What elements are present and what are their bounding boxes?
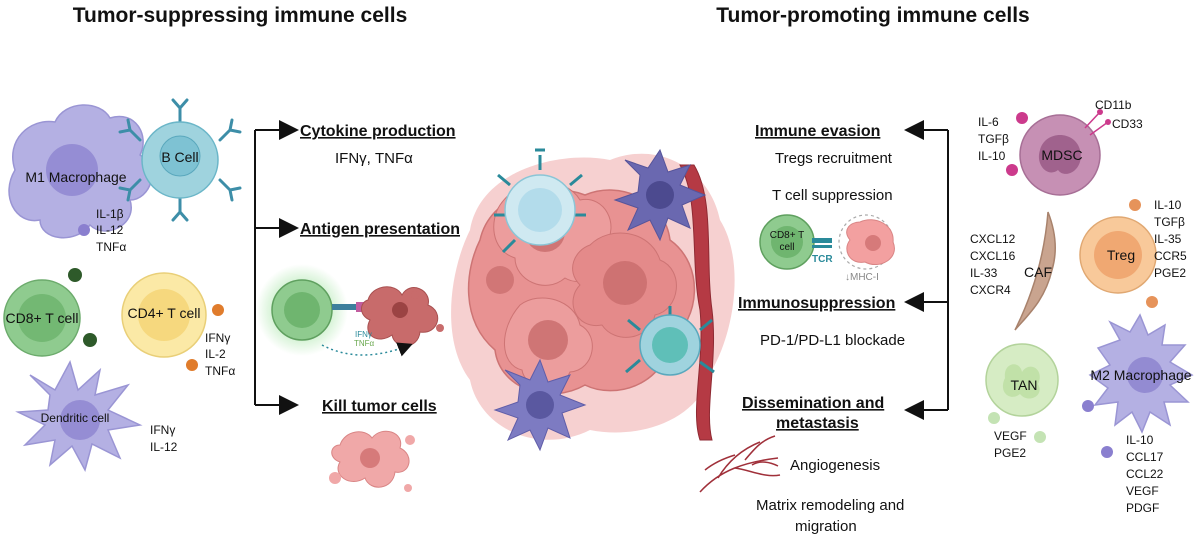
mdsc-cell <box>1019 109 1111 196</box>
immune-evasion-item-0: Tregs recruitment <box>775 150 893 167</box>
treg-cytokine-3: CCR5 <box>1154 249 1187 263</box>
m2-macrophage-cell <box>1088 313 1194 434</box>
mdsc-dot-top <box>1016 112 1028 124</box>
inset-mhc-label: ↓MHC-I <box>845 272 879 283</box>
tan-cytokine-1: PGE2 <box>994 446 1026 460</box>
treg-dot-top <box>1129 199 1141 211</box>
cytokine-production-detail: IFNγ, TNFα <box>335 150 413 167</box>
m1-cytokine-0: IL-1β <box>96 207 124 221</box>
mdsc-marker-0: CD11b <box>1095 98 1132 112</box>
mdsc-cytokine-1: TGFβ <box>978 132 1009 146</box>
m1-macrophage-label: M1 Macrophage <box>25 169 126 185</box>
mdsc-cytokine-0: IL-6 <box>978 115 999 129</box>
cd4-t-cell <box>121 272 207 358</box>
cd4-dot-top <box>212 304 224 316</box>
dendritic-cell-label: Dendritic cell <box>41 411 110 425</box>
antigen-tnfa-label: TNFα <box>354 339 375 348</box>
immunosuppression-title: Immunosuppression <box>738 295 895 312</box>
caf-cytokine-3: CXCR4 <box>970 283 1011 297</box>
matrix-line-1: migration <box>795 518 857 535</box>
caf-cytokine-1: CXCL16 <box>970 249 1016 263</box>
m2-cytokine-3: VEGF <box>1126 484 1159 498</box>
mdsc-cytokine-2: IL-10 <box>978 149 1006 163</box>
m2-dot-left <box>1082 400 1094 412</box>
caf-label: CAF <box>1024 264 1052 280</box>
immunosuppression-detail: PD-1/PD-L1 blockade <box>760 332 905 349</box>
cd8-dot-top <box>68 268 82 282</box>
tan-label: TAN <box>1011 377 1038 393</box>
left-bracket <box>254 120 299 415</box>
heading-tumor-suppressing: Tumor-suppressing immune cells <box>73 4 408 27</box>
tumor-mass-illustration <box>451 148 735 452</box>
dc-cytokine-0: IFNγ <box>150 423 175 437</box>
antigen-presentation-illustration <box>256 264 444 357</box>
dissemination-title-line-1: metastasis <box>776 415 859 432</box>
dendritic-cell <box>15 360 143 473</box>
heading-tumor-promoting: Tumor-promoting immune cells <box>716 4 1029 27</box>
angiogenesis-vessels-illustration <box>699 435 781 493</box>
m1-cytokine-dot <box>78 224 90 236</box>
antigen-ifng-label: IFNγ <box>355 330 372 339</box>
angiogenesis-label: Angiogenesis <box>790 457 880 474</box>
inset-cell-line-1: cell <box>779 242 794 253</box>
dissemination-title-line-0: Dissemination and <box>742 395 884 412</box>
m1-cytokine-2: TNFα <box>96 240 126 254</box>
m1-cytokine-1: IL-12 <box>96 223 124 237</box>
caf-cytokine-2: IL-33 <box>970 266 998 280</box>
dc-cytokine-1: IL-12 <box>150 440 178 454</box>
caf-cytokine-0: CXCL12 <box>970 232 1016 246</box>
immune-evasion-title: Immune evasion <box>755 123 880 140</box>
cd4-t-cell-label: CD4+ T cell <box>127 305 200 321</box>
cd8-dot-bottom <box>83 333 97 347</box>
treg-cell <box>1079 216 1157 294</box>
t-cell-suppression-inset <box>759 214 895 270</box>
mdsc-marker-1: CD33 <box>1112 117 1143 131</box>
m2-macrophage-label: M2 Macrophage <box>1090 367 1191 383</box>
treg-label: Treg <box>1107 247 1135 263</box>
treg-cytokine-2: IL-35 <box>1154 232 1182 246</box>
cd4-dot-bottom <box>186 359 198 371</box>
tan-cell <box>985 343 1059 417</box>
treg-cytokine-0: IL-10 <box>1154 198 1182 212</box>
cd4-cytokine-0: IFNγ <box>205 331 230 345</box>
inset-cell-line-0: CD8+ T <box>770 230 805 241</box>
mdsc-dot-bottom <box>1006 164 1018 176</box>
cytokine-production-title: Cytokine production <box>300 123 456 140</box>
tan-dot-left <box>988 412 1000 424</box>
b-cell <box>118 98 242 222</box>
treg-cytokine-4: PGE2 <box>1154 266 1186 280</box>
b-cell-label: B Cell <box>161 149 198 165</box>
tan-cytokine-0: VEGF <box>994 429 1027 443</box>
treg-cytokine-1: TGFβ <box>1154 215 1185 229</box>
caf-cell <box>1014 211 1056 331</box>
right-bracket <box>904 120 949 420</box>
m2-cytokine-0: IL-10 <box>1126 433 1154 447</box>
tan-dot-right <box>1034 431 1046 443</box>
cd4-cytokine-1: IL-2 <box>205 347 226 361</box>
cd8-t-cell-label: CD8+ T cell <box>5 310 78 326</box>
cd4-cytokine-2: TNFα <box>205 364 235 378</box>
m2-cytokine-4: PDGF <box>1126 501 1159 515</box>
antigen-presentation-title: Antigen presentation <box>300 221 460 238</box>
immune-evasion-item-1: T cell suppression <box>772 187 893 204</box>
cd8-t-cell <box>3 279 81 357</box>
matrix-line-0: Matrix remodeling and <box>756 497 904 514</box>
inset-tcr-label: TCR <box>812 254 833 265</box>
kill-tumor-cells-title: Kill tumor cells <box>322 398 437 415</box>
m2-dot-bottom <box>1101 446 1113 458</box>
treg-dot-bottom <box>1146 296 1158 308</box>
m1-macrophage-cell <box>8 104 153 239</box>
mdsc-label: MDSC <box>1041 147 1082 163</box>
m2-cytokine-2: CCL22 <box>1126 467 1164 481</box>
m2-cytokine-1: CCL17 <box>1126 450 1164 464</box>
dying-tumor-cell-illustration <box>329 430 415 492</box>
